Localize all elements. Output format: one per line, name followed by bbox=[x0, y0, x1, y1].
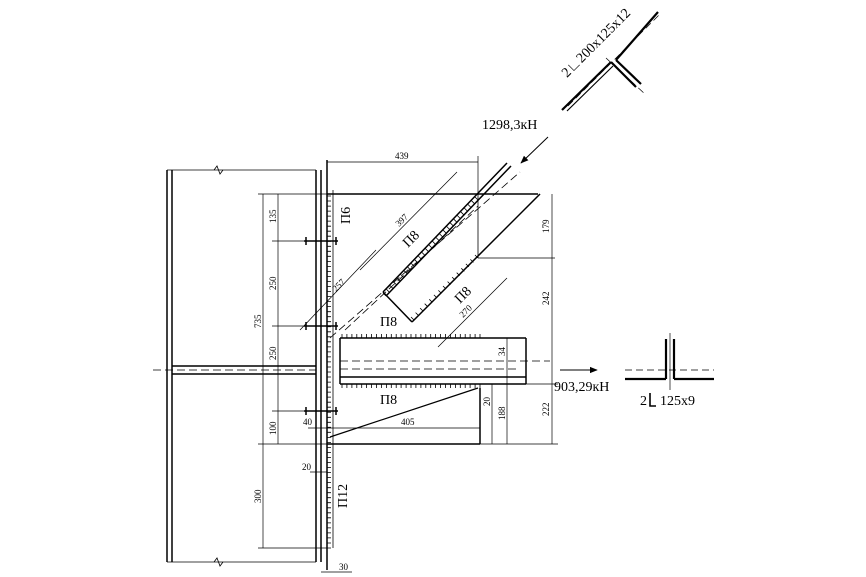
bolt-upper bbox=[304, 237, 338, 245]
dim-397: 397 bbox=[393, 211, 410, 228]
left-horizontal-member bbox=[153, 365, 316, 375]
dim-735: 735 bbox=[253, 314, 263, 328]
section-label-horizontal-count: 2 bbox=[640, 394, 647, 409]
section-detail-horizontal bbox=[625, 333, 714, 390]
diagonal-angle-member bbox=[329, 162, 555, 339]
weld-ticks bbox=[327, 195, 481, 549]
weld-label-p6: П6 bbox=[339, 207, 354, 224]
section-label-horizontal-profile: 125x9 bbox=[660, 394, 695, 409]
dim-34: 34 bbox=[497, 347, 507, 357]
dim-250-lower: 250 bbox=[268, 346, 278, 360]
weld-label-p8-diag-upper: П8 bbox=[400, 228, 423, 251]
section-label-diagonal: 2∟200x125x12 bbox=[559, 6, 634, 81]
force-label-diagonal: 1298,3кН bbox=[482, 118, 537, 133]
dim-188: 188 bbox=[497, 406, 507, 420]
dim-40: 40 bbox=[303, 417, 313, 427]
dim-179: 179 bbox=[541, 219, 551, 233]
dim-250-upper: 250 bbox=[268, 276, 278, 290]
gusset-plate bbox=[327, 193, 538, 445]
section-detail-diagonal bbox=[561, 11, 661, 112]
weld-label-p8-horiz-top: П8 bbox=[380, 315, 397, 330]
dim-242: 242 bbox=[541, 292, 551, 306]
dim-439: 439 bbox=[395, 151, 409, 161]
dim-135: 135 bbox=[268, 209, 278, 223]
dim-405: 405 bbox=[401, 417, 415, 427]
dim-30: 30 bbox=[339, 562, 349, 572]
force-label-horizontal: 903,29кН bbox=[554, 380, 609, 395]
horizontal-angle-member bbox=[339, 337, 550, 385]
dim-222: 222 bbox=[541, 403, 551, 417]
force-arrows bbox=[520, 136, 598, 374]
dim-100: 100 bbox=[268, 421, 278, 435]
bolt-lower bbox=[304, 407, 338, 415]
weld-label-p12: П12 bbox=[336, 484, 351, 508]
dim-20-vertical: 20 bbox=[482, 397, 492, 407]
diagonal-force-arrow bbox=[520, 136, 549, 164]
dim-300: 300 bbox=[253, 489, 263, 503]
angle-symbol-icon bbox=[649, 393, 656, 407]
weld-label-p8-diag-lower: П8 bbox=[452, 284, 475, 307]
dim-20-horizontal: 20 bbox=[302, 462, 312, 472]
bolt-group bbox=[304, 237, 338, 415]
vertical-chord bbox=[166, 160, 334, 570]
weld-label-p8-horiz-bottom: П8 bbox=[380, 393, 397, 408]
dimension-lines bbox=[258, 156, 558, 573]
